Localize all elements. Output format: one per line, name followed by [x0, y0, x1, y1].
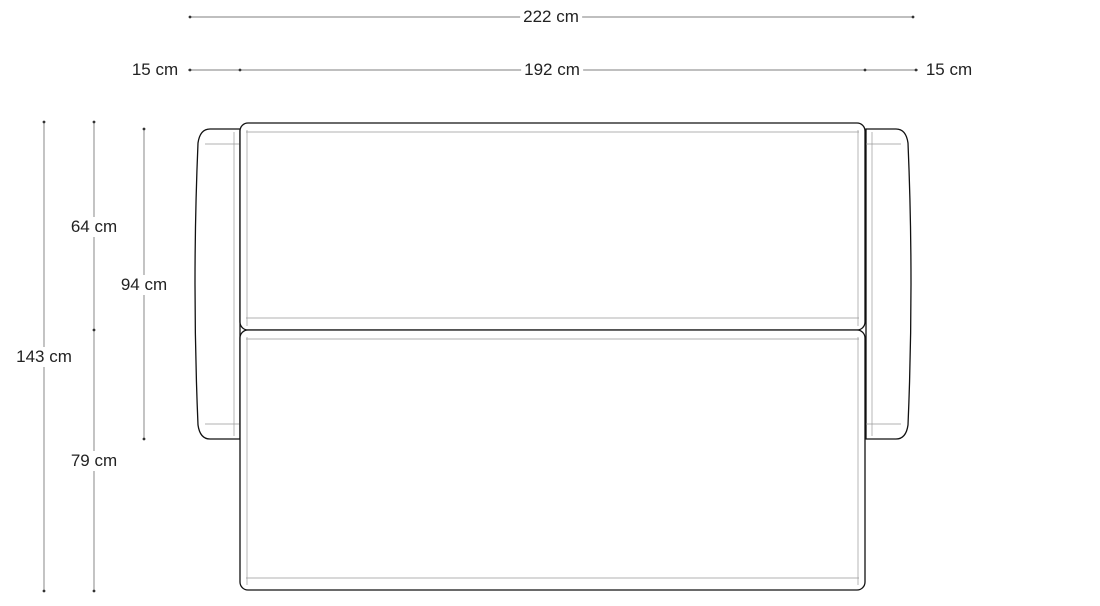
- total-width-label: 222 cm: [520, 7, 582, 27]
- right-armrest: [865, 128, 912, 440]
- extended-footrest: [239, 329, 866, 591]
- left-arm-width-label: 15 cm: [128, 60, 182, 80]
- seat-cushion: [239, 122, 866, 331]
- footrest-depth-label: 79 cm: [67, 451, 121, 471]
- total-depth-label: 143 cm: [13, 347, 75, 367]
- seat-width-label: 192 cm: [521, 60, 583, 80]
- back-depth-label: 64 cm: [67, 217, 121, 237]
- sofa-depth-label: 94 cm: [117, 275, 171, 295]
- back-and-footrest-depth-dimension: [92, 120, 96, 593]
- right-arm-width-label: 15 cm: [922, 60, 976, 80]
- left-armrest: [194, 128, 241, 440]
